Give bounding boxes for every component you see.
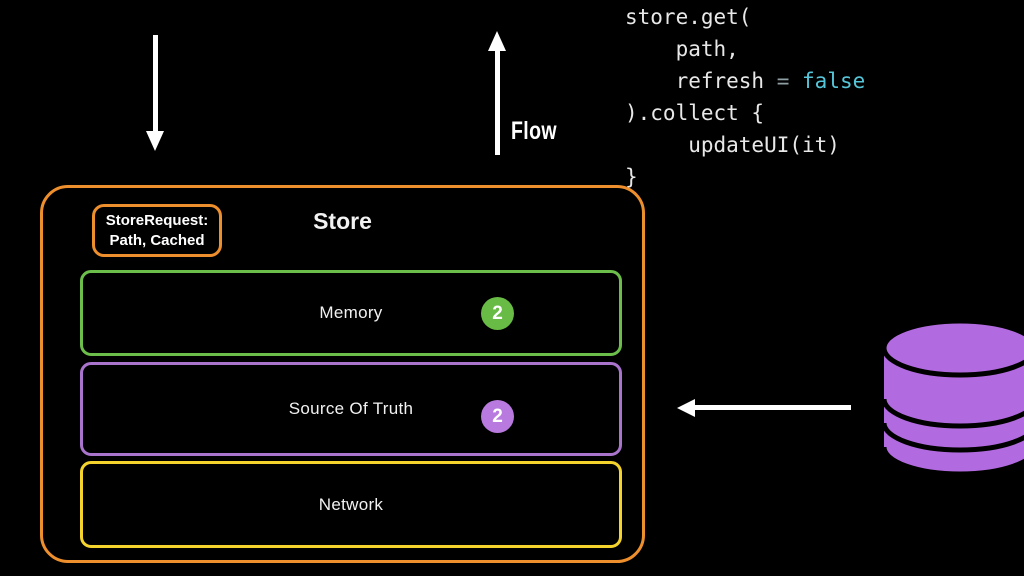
- up-arrow-line: [495, 50, 500, 155]
- down-arrow-head-icon: [146, 131, 164, 151]
- code-line: store.get(: [625, 5, 752, 29]
- store-request-badge-line2: Path, Cached: [109, 231, 205, 249]
- database-top-disc: [881, 318, 1024, 378]
- layer-label-network: Network: [318, 494, 384, 514]
- source-of-truth-count-badge: 2: [481, 400, 514, 433]
- database-arrow-line: [694, 405, 851, 410]
- database-arrow-head-icon: [677, 399, 695, 417]
- layer-label-source-of-truth: Source Of Truth: [288, 399, 414, 418]
- layer-box-memory: Memory: [80, 270, 622, 356]
- flow-label: Flow: [511, 117, 557, 145]
- code-line: ).collect {: [625, 101, 765, 125]
- code-line: refresh = false: [625, 69, 866, 93]
- code-line: path,: [625, 37, 739, 61]
- store-container: [40, 185, 645, 563]
- code-block: store.get( path, refresh = false ).collec…: [625, 1, 865, 193]
- layer-box-network: Network: [80, 461, 622, 548]
- code-line: updateUI(it): [625, 133, 840, 157]
- layer-box-source-of-truth: Source Of Truth: [80, 362, 622, 456]
- layer-label-memory: Memory: [319, 303, 383, 322]
- database-separator: [881, 398, 1024, 429]
- code-line: }: [625, 165, 638, 189]
- store-title: Store: [313, 208, 372, 234]
- memory-count-badge: 2: [481, 297, 514, 330]
- up-arrow-head-icon: [488, 31, 506, 51]
- database-icon: [881, 318, 1024, 476]
- store-request-badge: StoreRequest: Path, Cached: [92, 204, 222, 257]
- store-request-badge-line1: StoreRequest:: [105, 211, 209, 229]
- database-separator: [881, 446, 1024, 476]
- down-arrow-line: [153, 35, 158, 132]
- database-separator: [881, 422, 1024, 453]
